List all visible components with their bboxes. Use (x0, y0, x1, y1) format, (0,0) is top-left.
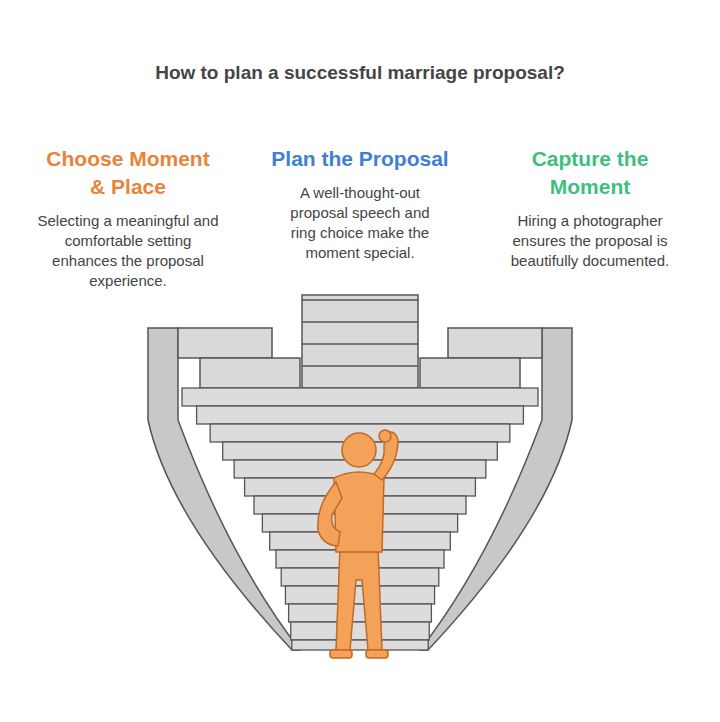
step-column: Plan the Proposal A well-thought-out prop… (260, 145, 460, 263)
center-stairs (302, 295, 418, 388)
stair-step (285, 586, 434, 604)
stair-edge (302, 299, 418, 300)
stair-edge (302, 365, 418, 366)
column-description: Hiring a photographer ensures the propos… (490, 211, 690, 271)
stair-step (182, 388, 538, 406)
stair-step (292, 640, 428, 650)
column-heading: Choose Moment & Place (43, 145, 213, 201)
person-figure (318, 430, 398, 658)
stair-edge (302, 343, 418, 344)
column-description: A well-thought-out proposal speech and r… (279, 183, 441, 263)
step-column: Capture the MomentHiring a photographer … (488, 145, 692, 271)
main-steps (182, 388, 538, 650)
stair-step (289, 604, 432, 622)
stair-step (197, 406, 524, 424)
column-heading: Plan the Proposal (260, 145, 460, 173)
step-column: Choose Moment & PlaceSelecting a meaning… (28, 145, 228, 291)
diagram-title: How to plan a successful marriage propos… (0, 62, 720, 84)
stair-edge (302, 321, 418, 322)
column-heading: Capture the Moment (505, 145, 675, 201)
column-description: Selecting a meaningful and comfortable s… (37, 211, 219, 291)
stair-step (291, 622, 430, 640)
